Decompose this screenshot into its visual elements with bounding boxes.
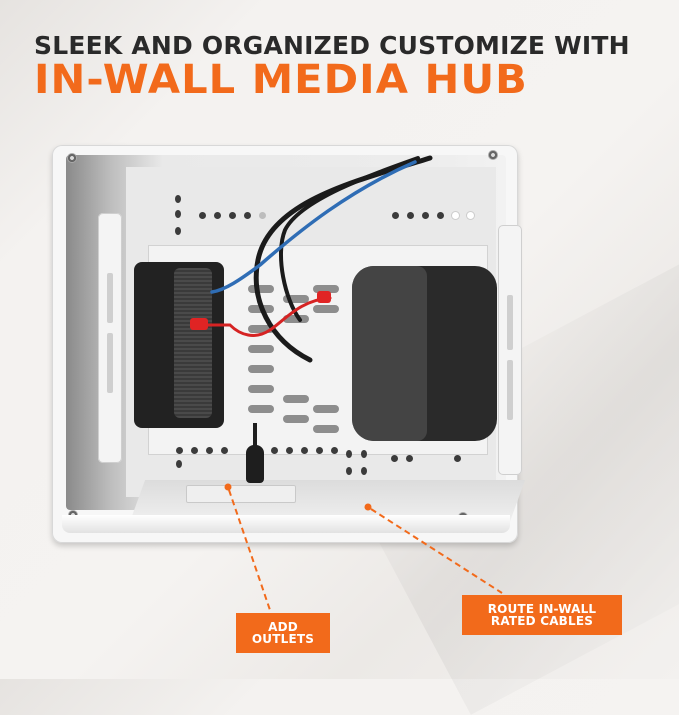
- headline-line2: IN-WALL MEDIA HUB: [34, 57, 528, 103]
- network-switch: [134, 262, 224, 428]
- callout-add-outlets: ADD OUTLETS: [236, 613, 330, 653]
- plug-cord: [253, 423, 257, 447]
- media-hub-enclosure: [52, 145, 526, 543]
- screw-top-left: [67, 153, 77, 163]
- callout-route-cables-line1: ROUTE IN-WALL: [487, 602, 597, 616]
- right-mounting-rail: [498, 225, 522, 475]
- screw-top-right: [488, 150, 498, 160]
- switch-heat-fins: [174, 268, 212, 418]
- power-adapter: [352, 266, 497, 441]
- enclosure-interior: [66, 155, 526, 530]
- callout-route-cables-line2: RATED CABLES: [490, 614, 594, 628]
- callout-route-cables: ROUTE IN-WALL RATED CABLES: [462, 595, 622, 635]
- callout-add-outlets-line2: OUTLETS: [251, 632, 315, 646]
- outlet-plate: [186, 485, 296, 503]
- power-plug: [246, 445, 264, 483]
- callout-add-outlets-line1: ADD: [268, 620, 298, 634]
- enclosure-front-lip: [62, 515, 510, 533]
- headline-line1: SLEEK AND ORGANIZED CUSTOMIZE WITH: [34, 31, 630, 60]
- left-mounting-rail: [98, 213, 122, 463]
- adapter-face: [352, 266, 427, 441]
- headline: SLEEK AND ORGANIZED CUSTOMIZE WITH IN-WA…: [34, 33, 630, 101]
